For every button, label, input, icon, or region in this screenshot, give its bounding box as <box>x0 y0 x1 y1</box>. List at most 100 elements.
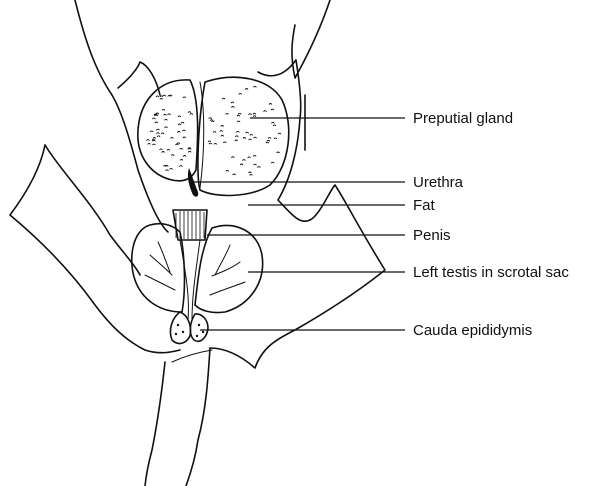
stipple-mark <box>230 156 235 158</box>
stipple-mark <box>219 130 224 132</box>
stipple-mark <box>182 155 187 157</box>
stipple-mark <box>161 151 165 153</box>
left-testis <box>130 222 264 314</box>
stipple-mark <box>155 95 160 98</box>
stipple-mark <box>169 167 173 170</box>
stipple-mark <box>234 139 239 142</box>
label-penis: Penis <box>413 227 451 244</box>
stipple-mark <box>156 132 160 134</box>
stipple-mark <box>248 171 252 174</box>
label-left-testis: Left testis in scrotal sac <box>413 264 569 281</box>
stipple-mark <box>154 121 159 124</box>
stipple-mark <box>167 94 172 97</box>
stipple-mark <box>232 173 236 176</box>
stipple-mark <box>236 114 241 117</box>
stipple-mark <box>235 130 240 133</box>
stipple-mark <box>242 159 246 161</box>
stipple-mark <box>166 148 171 151</box>
stipple-mark <box>170 154 175 156</box>
stipple-mark <box>156 135 161 138</box>
stipple-mark <box>159 148 163 151</box>
stipple-mark <box>236 120 241 123</box>
stipple-mark <box>208 142 213 145</box>
stipple-mark <box>159 97 164 100</box>
stipple-mark <box>213 142 218 145</box>
penis <box>172 209 208 321</box>
stipple-mark <box>225 169 230 172</box>
stipple-mark <box>164 165 169 167</box>
urethra <box>187 168 199 197</box>
stipple-mark <box>149 130 154 133</box>
stipple-mark <box>230 101 235 104</box>
stipple-mark <box>164 118 168 121</box>
stipple-mark <box>167 113 171 116</box>
stipple-mark <box>230 106 235 108</box>
labels: Preputial gland Urethra Fat Penis Left t… <box>413 110 569 339</box>
stipple-mark <box>253 163 257 166</box>
stipple-mark <box>177 115 182 118</box>
stipple-mark <box>222 141 227 144</box>
stipple-mark <box>248 113 252 116</box>
stipple-mark <box>267 137 272 139</box>
stipple-mark <box>266 139 271 142</box>
stipple-mark <box>153 114 158 116</box>
stipple-mark <box>244 88 249 90</box>
stipple-mark <box>270 161 275 164</box>
stipple-mark <box>159 95 164 98</box>
stipple-mark <box>252 112 257 115</box>
stipple-mark <box>247 156 251 159</box>
stipple-mark <box>153 113 158 116</box>
stipple-mark <box>187 111 192 113</box>
leader-lines <box>194 117 405 331</box>
stipple-mark <box>253 136 257 139</box>
stipple-mark <box>210 120 215 123</box>
stipple-mark <box>163 113 167 116</box>
label-urethra: Urethra <box>413 174 464 191</box>
stipple-mark <box>234 135 239 138</box>
stipple-mark <box>237 112 242 115</box>
stipple-mark <box>272 124 277 127</box>
stipple-mark <box>245 131 249 134</box>
stipple-mark <box>221 97 226 100</box>
stipple-mark <box>165 169 169 172</box>
stipple-mark <box>182 136 187 139</box>
stipple-mark <box>253 85 257 88</box>
gland-stipple <box>146 85 282 176</box>
stipple-mark <box>225 112 229 115</box>
stipple-mark <box>187 150 192 153</box>
stipple-mark <box>238 92 243 95</box>
stipple-mark <box>277 132 282 135</box>
label-cauda-epididymis: Cauda epididymis <box>413 322 532 339</box>
stipple-mark <box>220 134 225 137</box>
stipple-mark <box>161 108 166 111</box>
stipple-mark <box>207 140 212 143</box>
stipple-mark <box>152 117 156 120</box>
stipple-mark <box>252 115 257 117</box>
stipple-mark <box>212 131 217 133</box>
stipple-mark <box>273 137 278 140</box>
stipple-mark <box>189 113 194 115</box>
label-preputial-gland: Preputial gland <box>413 110 513 127</box>
stipple-mark <box>162 94 167 97</box>
stipple-mark <box>265 141 270 144</box>
stipple-mark <box>182 129 186 132</box>
label-fat: Fat <box>413 197 436 214</box>
stipple-mark <box>156 128 160 131</box>
stipple-mark <box>270 108 275 111</box>
stipple-mark <box>146 139 150 141</box>
body-wall-outline <box>9 0 386 486</box>
stipple-mark <box>208 117 213 119</box>
stipple-mark <box>252 154 257 157</box>
stipple-mark <box>175 143 179 146</box>
stipple-mark <box>268 103 273 105</box>
stipple-mark <box>176 131 181 133</box>
preputial-gland <box>137 76 290 197</box>
stipple-mark <box>242 137 247 139</box>
stipple-mark <box>152 139 156 142</box>
stipple-mark <box>147 142 151 145</box>
stipple-mark <box>170 136 174 139</box>
stipple-mark <box>160 132 165 135</box>
cauda-epididymis <box>169 311 209 345</box>
stipple-mark <box>187 147 192 150</box>
